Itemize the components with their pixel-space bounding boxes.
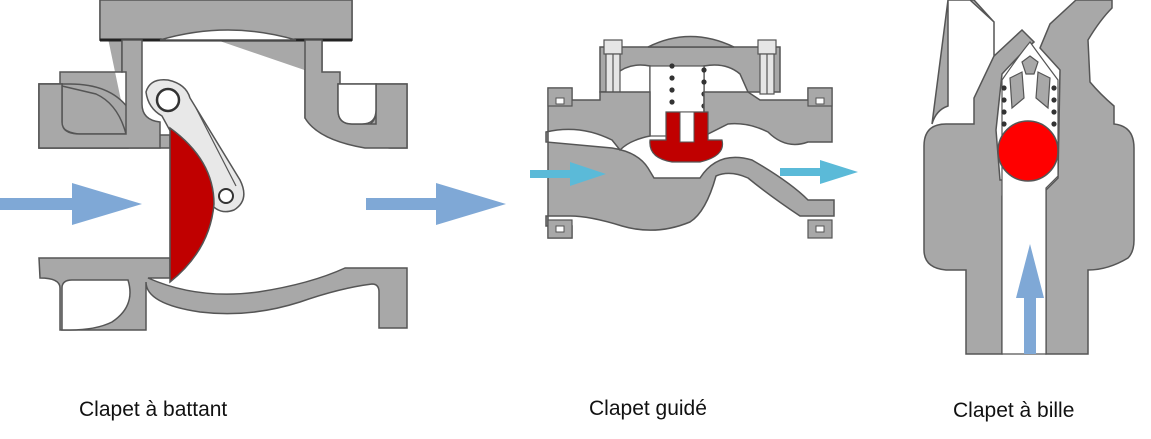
guided-outlet-arrow-icon [780, 160, 858, 184]
hinge-pin-bottom [218, 188, 234, 204]
swing-left-neck [38, 39, 161, 149]
swing-outlet-arrow-icon [366, 183, 506, 225]
caption-guided-check-valve: Clapet guidé [589, 397, 707, 420]
caption-swing-check-valve: Clapet à battant [79, 398, 228, 421]
caption-ball-check-valve: Clapet à bille [953, 399, 1075, 422]
guided-inlet-arrow-icon [530, 162, 606, 186]
swing-check-valve [0, 0, 506, 331]
ball-coil-spring-icon [1001, 85, 1057, 127]
bolt-left [603, 39, 623, 95]
ball-valve-channel [1001, 41, 1059, 355]
ball-icon [997, 120, 1059, 182]
bolt-right [757, 39, 777, 95]
swing-hinge-arm [145, 79, 245, 213]
swing-disc [169, 126, 215, 284]
guided-valve-body [545, 87, 835, 239]
guided-check-valve [530, 35, 858, 239]
swing-inlet-arrow-icon [0, 183, 142, 225]
ball-check-valve [923, 0, 1135, 355]
swing-bottom-body [38, 257, 408, 331]
ball-inlet-arrow-up-icon [1016, 244, 1044, 354]
ball-valve-body-right [1039, 0, 1135, 355]
hinge-pin-top [155, 87, 181, 113]
